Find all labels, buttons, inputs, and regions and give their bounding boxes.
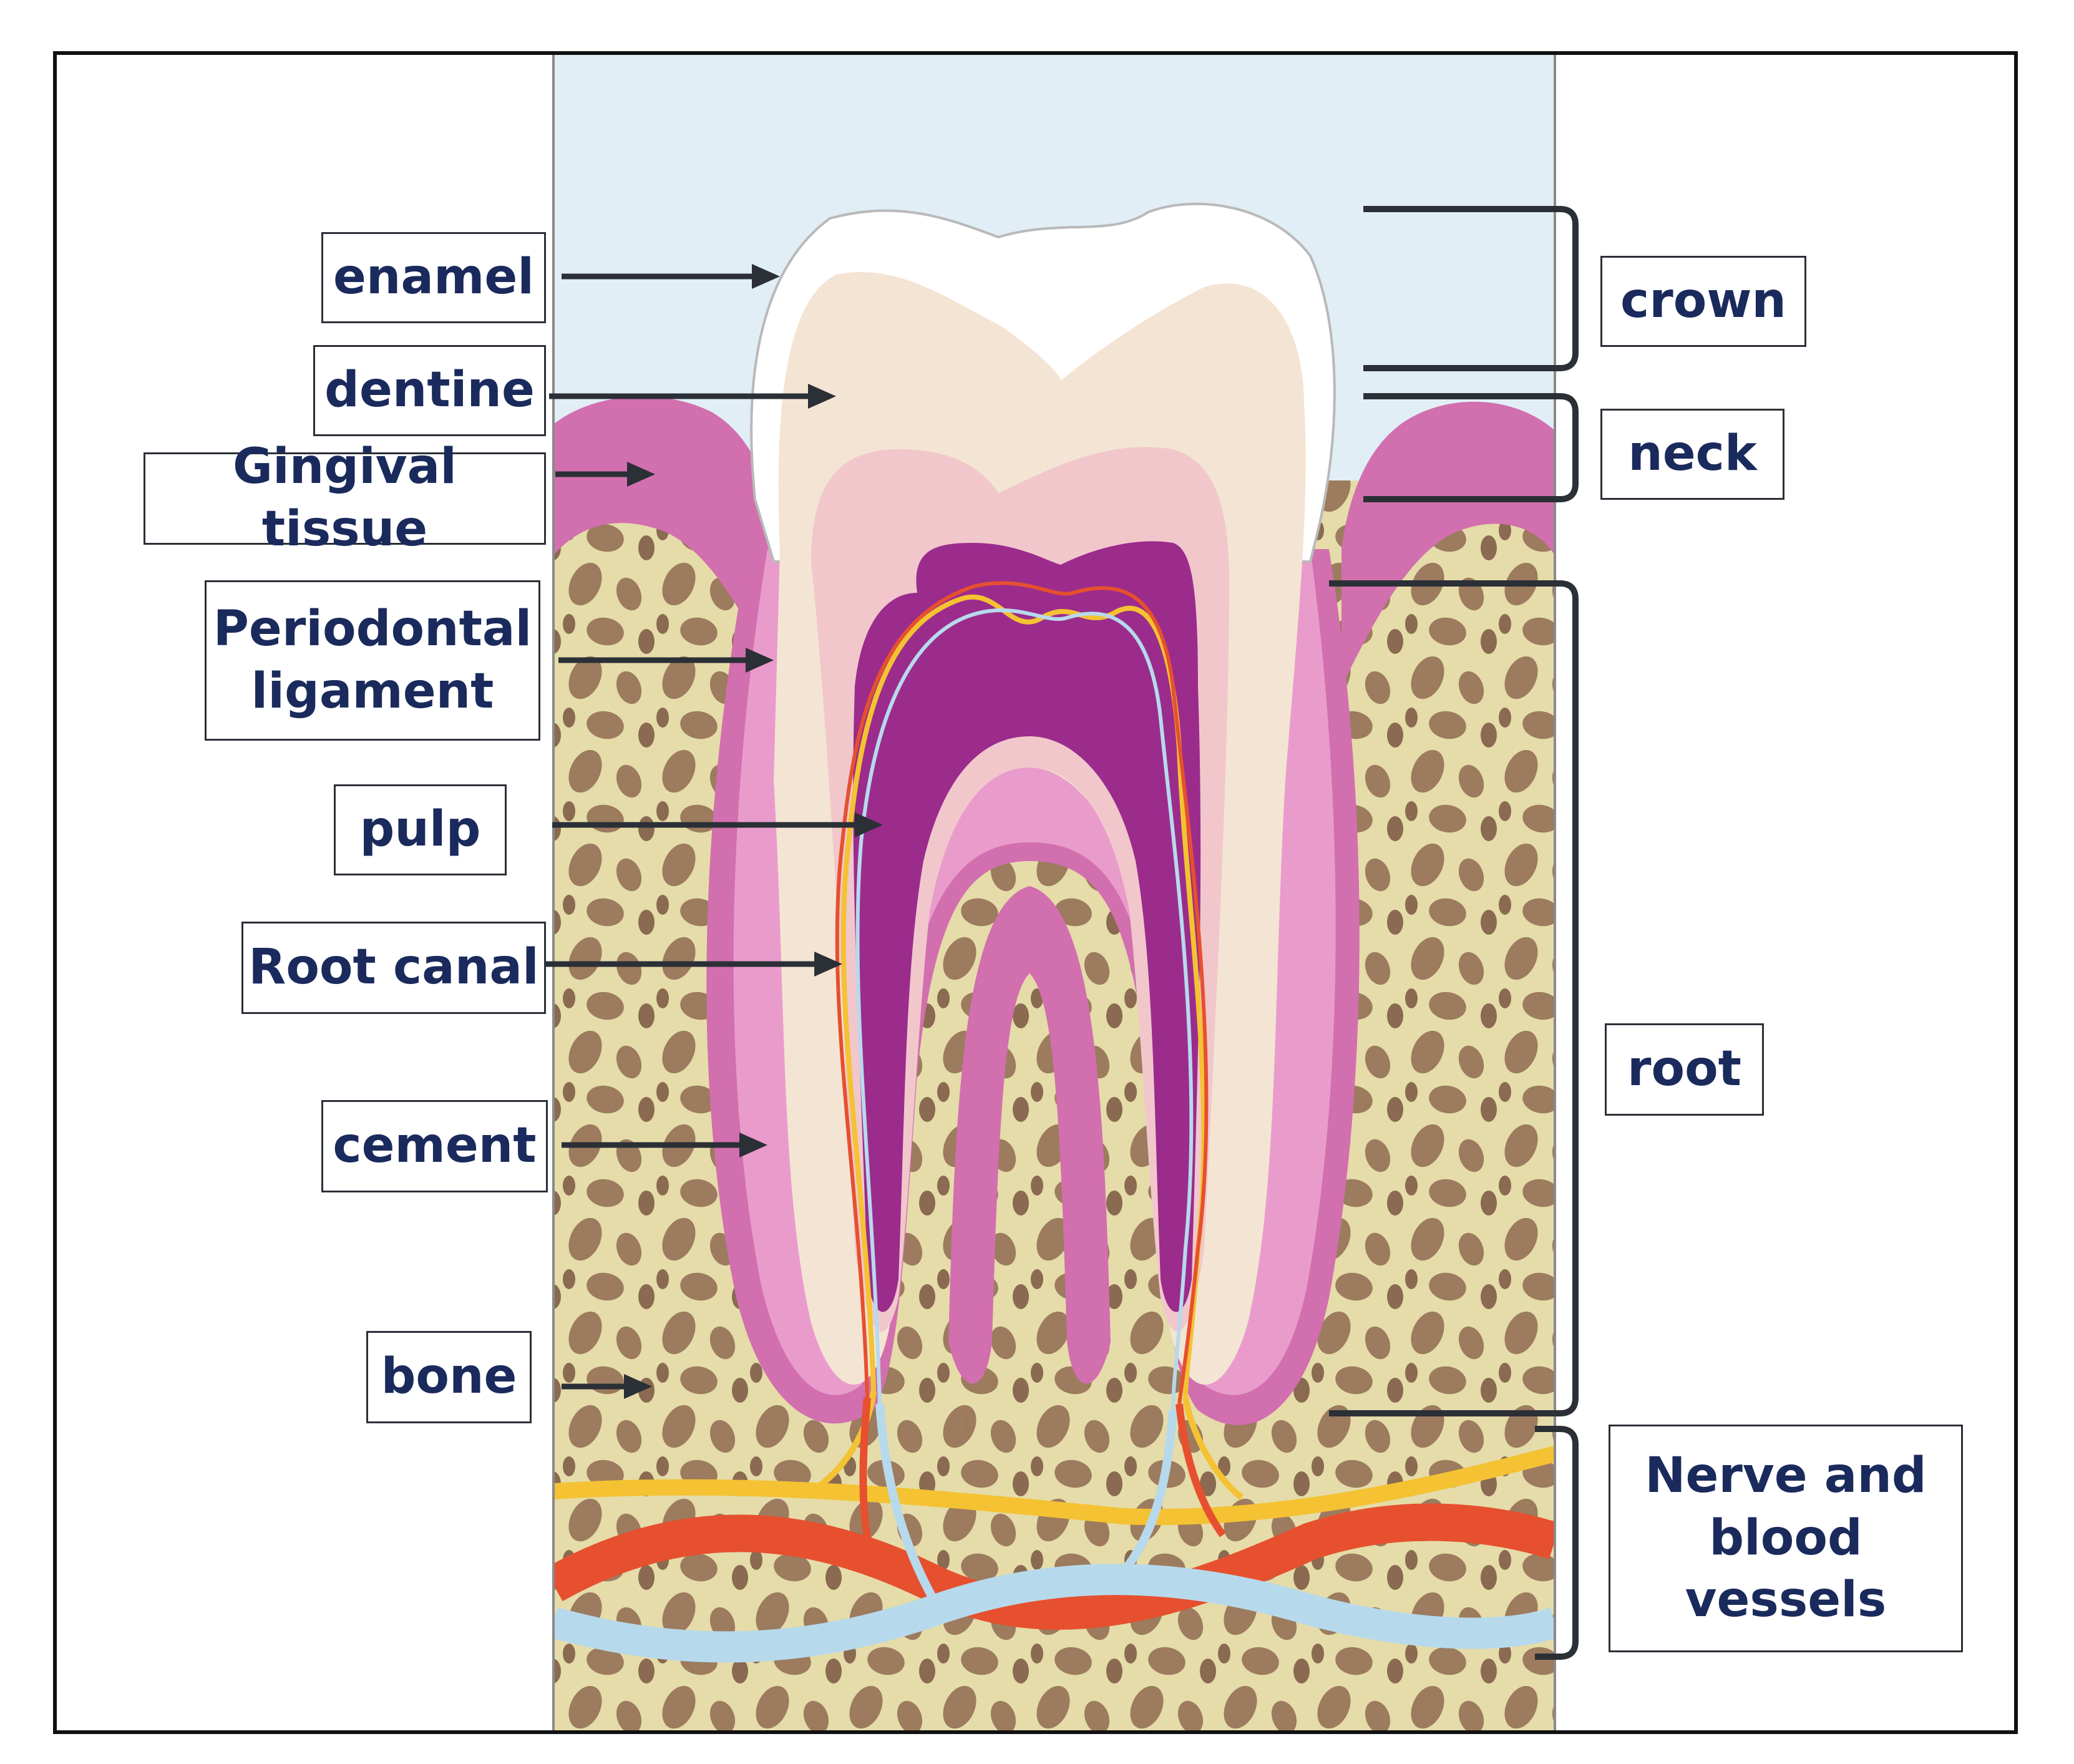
pulp-chamber xyxy=(853,541,1201,1312)
artery xyxy=(553,1503,1555,1630)
gingival-tissue-left xyxy=(553,396,780,686)
label-periodontal-ligament: Periodontal ligament xyxy=(205,580,540,741)
label-neck: neck xyxy=(1600,409,1784,500)
root-bracket xyxy=(1329,580,1579,1416)
label-pulp: pulp xyxy=(334,784,507,875)
nerve-bracket xyxy=(1535,1426,1579,1660)
label-gingival-tissue: Gingival tissue xyxy=(144,439,546,557)
label-root: root xyxy=(1605,1023,1764,1116)
figure-frame xyxy=(53,51,2018,1734)
root-inner xyxy=(948,886,1111,1384)
label-crown: crown xyxy=(1600,256,1806,347)
label-cement: cement xyxy=(321,1100,548,1192)
label-bone: bone xyxy=(366,1331,532,1423)
label-enamel: enamel xyxy=(321,232,546,323)
label-arrows xyxy=(546,264,883,1399)
vein xyxy=(553,1564,1555,1663)
neck-bracket xyxy=(1363,393,1579,502)
crown-bracket xyxy=(1363,206,1579,371)
label-nerve-and-blood-vessels: Nerve and blood vessels xyxy=(1609,1425,1963,1652)
pulp-nerve xyxy=(840,594,1207,1398)
gingival-tissue-right xyxy=(1341,401,1555,686)
pulp-vein xyxy=(855,608,1194,1411)
nerve-bundle xyxy=(553,1446,1555,1526)
region-brackets xyxy=(1329,206,1579,1660)
label-dentine: dentine xyxy=(313,345,546,436)
label-root-canal: Root canal xyxy=(241,922,546,1014)
pulp-artery xyxy=(835,581,1209,1405)
